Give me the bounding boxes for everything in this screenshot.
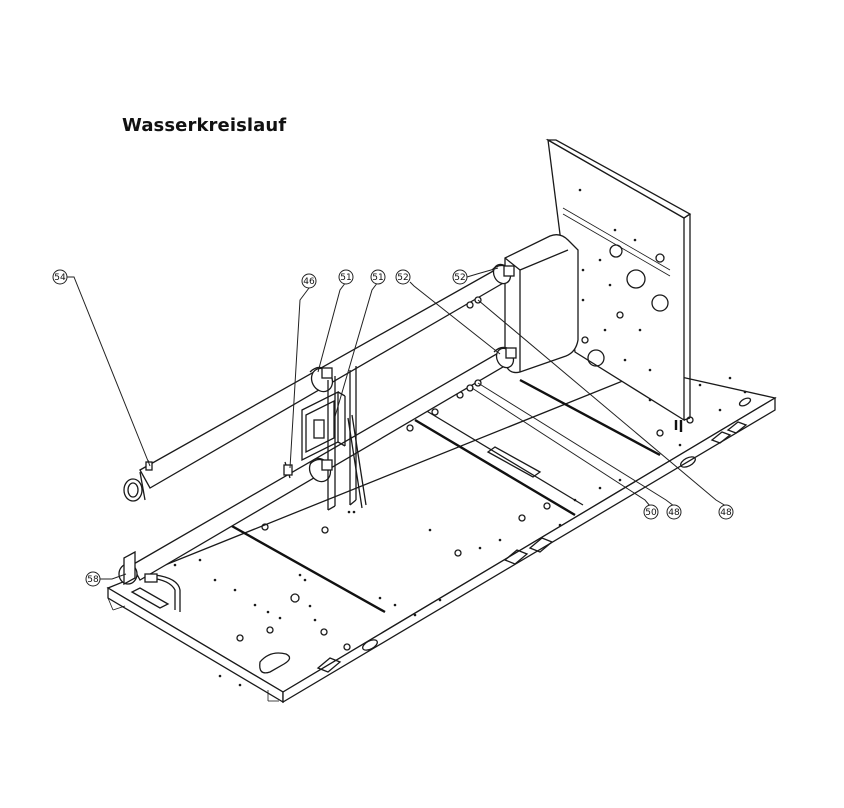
callout-label: 52 [397,273,408,283]
heat-exchanger [504,234,585,374]
callout-label: 50 [645,508,657,518]
lower-pipe [118,347,515,586]
callout-52a: 52 [395,269,411,285]
callout-label: 54 [54,273,66,283]
callout-leaders [66,267,727,580]
inlet-hose-fitting [130,573,181,612]
callout-46: 46 [301,273,317,289]
callout-50: 50 [643,504,659,520]
upper-pipe [123,263,512,502]
callout-48b: 48 [718,504,734,520]
callout-label: 58 [87,575,99,585]
callout-label: 51 [340,273,351,283]
callout-58: 58 [85,571,101,587]
callout-label: 46 [303,277,315,287]
callout-51a: 51 [338,269,354,285]
callout-52b: 52 [452,269,468,285]
callout-label: 52 [454,273,465,283]
diagram-title: Wasserkreislauf [122,115,287,136]
callout-label: 48 [668,508,680,518]
callout-48a: 48 [666,504,682,520]
callout-51b: 51 [370,269,386,285]
callout-54: 54 [52,269,68,285]
base-frame [106,369,777,704]
rear-panel [545,138,692,432]
callout-label: 51 [372,273,383,283]
callout-label: 48 [720,508,732,518]
control-box-bracket [283,366,367,514]
